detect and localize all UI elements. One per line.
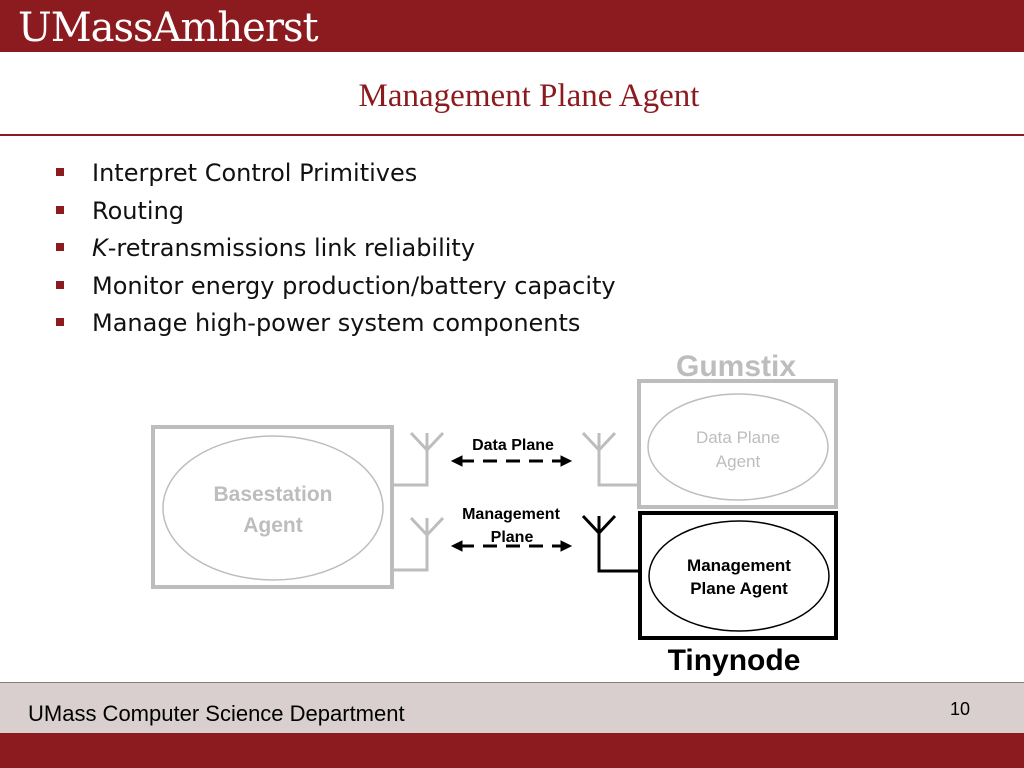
data-plane-agent-label: Agent	[716, 452, 761, 471]
square-bullet-icon	[56, 168, 64, 176]
basestation-agent-label: Agent	[243, 514, 303, 537]
data-plane-agent-ellipse	[647, 393, 829, 501]
bullet-text: Routing	[92, 196, 185, 225]
management-plane-agent-label: Management	[687, 556, 791, 575]
gumstix-box	[637, 379, 838, 509]
bullet-text: K-retransmissions link reliability	[92, 234, 476, 262]
basestation-box	[151, 425, 394, 589]
square-bullet-icon	[56, 243, 64, 251]
footer-bar: UMass Computer Science Department 10	[0, 682, 1024, 733]
k-italic-prefix: K	[92, 234, 108, 262]
tinynode-box	[638, 511, 838, 640]
basestation-antenna-icon	[392, 516, 445, 572]
management-plane-agent-label: Plane Agent	[690, 579, 788, 598]
slide-title: Management Plane Agent	[358, 78, 700, 114]
bullet-text: Interpret Control Primitives	[92, 159, 418, 187]
header-bar: UMassAmherst	[0, 0, 1024, 52]
management-plane-arrow	[450, 540, 573, 552]
bullet-text: Manage high-power system components	[92, 309, 581, 337]
tinynode-label: Tinynode	[668, 644, 801, 677]
square-bullet-icon	[56, 318, 64, 326]
basestation-antenna-icon	[392, 431, 445, 487]
page-number: 10	[950, 699, 971, 719]
management-plane-link-label: Plane	[491, 529, 534, 546]
umass-amherst-logo: UMassAmherst	[18, 5, 319, 51]
basestation-agent-ellipse	[162, 435, 384, 581]
management-plane-agent-ellipse	[648, 520, 830, 632]
bullet-text: Monitor energy production/battery capaci…	[92, 271, 616, 300]
department-name: UMass Computer Science Department	[28, 701, 405, 726]
tinynode-antenna-icon	[581, 514, 640, 573]
basestation-agent-label: Basestation	[213, 483, 332, 506]
bottom-bar	[0, 733, 1024, 768]
management-plane-link-label: Management	[462, 506, 560, 523]
gumstix-antenna-icon	[581, 431, 639, 487]
square-bullet-icon	[56, 205, 64, 214]
title-divider	[0, 134, 1024, 136]
data-plane-link-label: Data Plane	[472, 437, 554, 454]
gumstix-label: Gumstix	[676, 350, 796, 383]
square-bullet-icon	[56, 280, 64, 289]
data-plane-agent-label: Data Plane	[696, 428, 780, 447]
data-plane-arrow	[450, 455, 573, 467]
